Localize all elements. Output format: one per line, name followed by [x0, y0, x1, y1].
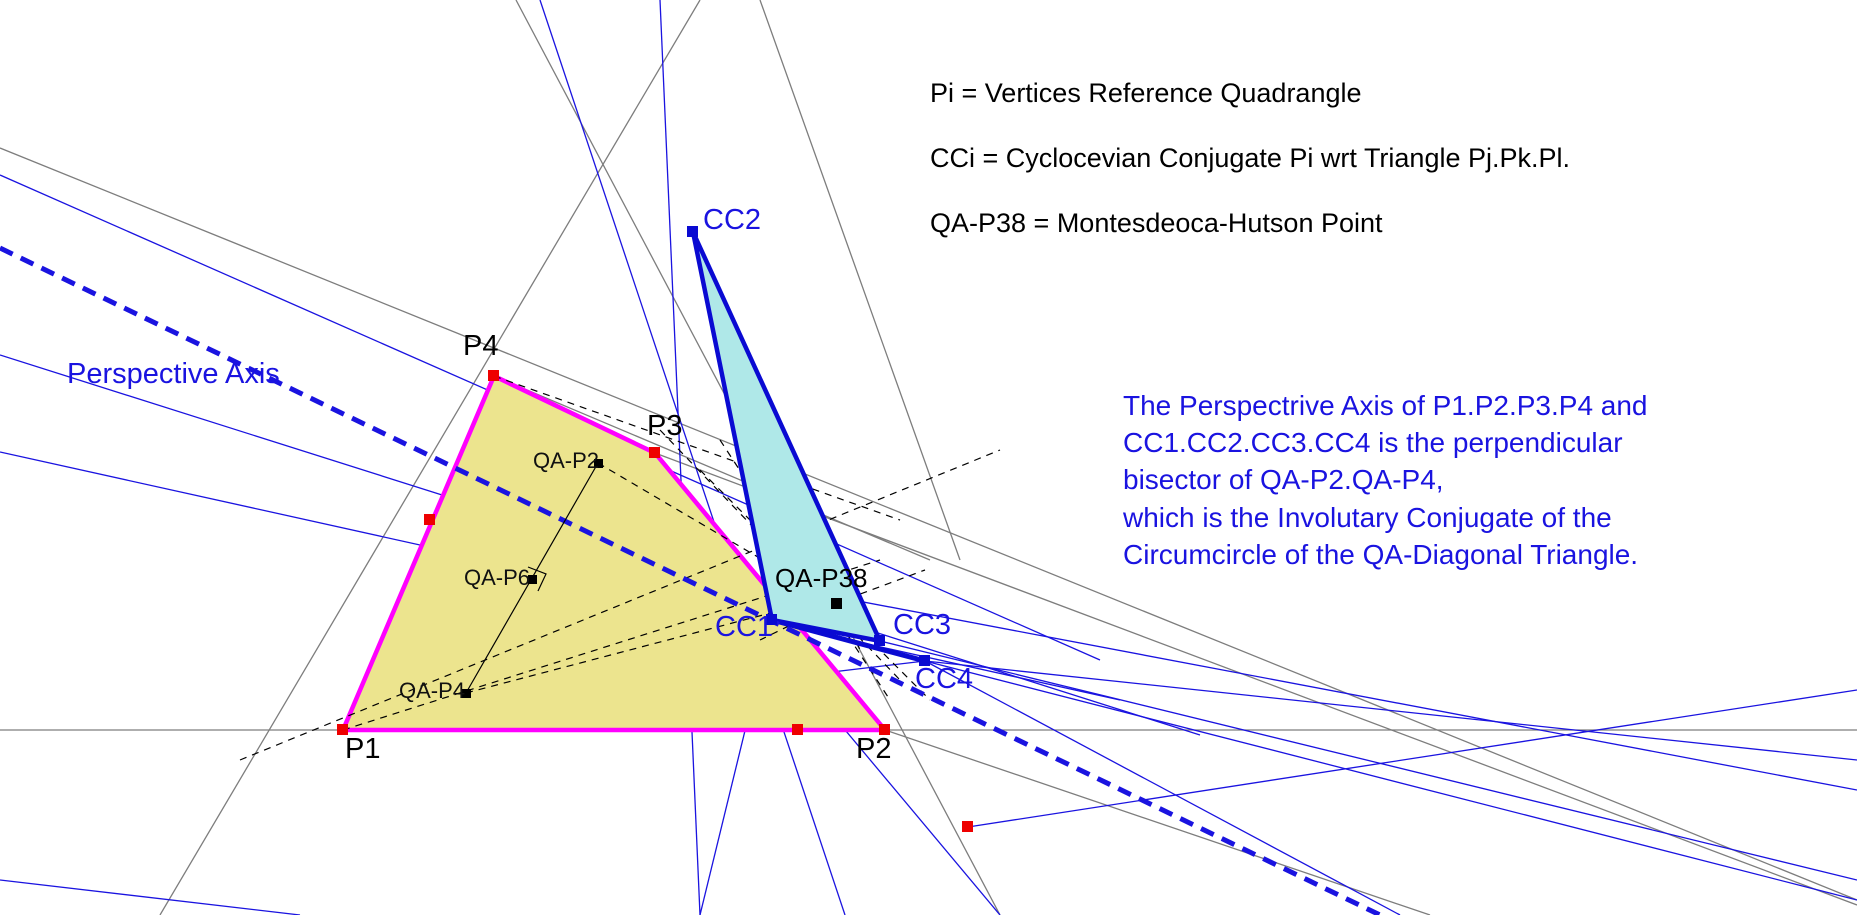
vertex-p2-marker [879, 724, 890, 735]
blue-line-15 [819, 699, 1001, 915]
blue-line-10 [924, 660, 1857, 761]
vertex-p1-marker [337, 724, 348, 735]
label-p4: P4 [463, 330, 499, 362]
label-cc3: CC3 [893, 609, 952, 641]
label-qa-p4: QA-P4 [399, 678, 466, 703]
vertex-markers [337, 370, 973, 832]
cc1-cc4-segment [771, 617, 926, 664]
vertex-p4-marker [488, 370, 499, 381]
blue-line-9 [924, 660, 1857, 901]
gray-line-1 [0, 147, 1857, 901]
cyclocevian-quadrangle [690, 231, 884, 645]
dash-line-3 [493, 375, 901, 521]
point-qa-p6-marker [528, 575, 537, 584]
label-qa-p2: QA-P2 [533, 448, 600, 473]
vertex-p3-marker [649, 447, 660, 458]
intersection-bottom-marker [792, 724, 803, 735]
label-qa-p6: QA-P6 [464, 565, 531, 590]
perspective-axis-line [0, 245, 1382, 915]
blue-line-13 [879, 640, 1857, 881]
blue-line-12 [967, 689, 1857, 828]
dash-line-1 [239, 449, 1001, 761]
gray-line-4 [884, 729, 1431, 915]
intersection-left-marker [424, 514, 435, 525]
blue-line-7 [659, 0, 701, 915]
right-angle-mark [527, 566, 547, 592]
label-cc2: CC2 [703, 204, 762, 236]
label-p1: P1 [345, 733, 381, 765]
label-p2: P2 [856, 733, 892, 765]
point-cc1-marker [766, 614, 777, 625]
blue-line-11 [924, 660, 1401, 915]
point-cc2-marker [687, 226, 698, 237]
note-line-4: which is the Involutary Conjugate of the [1123, 501, 1612, 533]
legend-line-1: Pi = Vertices Reference Quadrangle [930, 78, 1362, 108]
gray-line-6 [759, 0, 961, 561]
label-p3: P3 [647, 410, 683, 442]
cc-markers [687, 226, 930, 666]
note-line-3: bisector of QA-P2.QA-P4, [1123, 464, 1444, 496]
point-qa-p4-marker [462, 689, 471, 698]
note-line-5: Circumcircle of the QA-Diagonal Triangle… [1123, 538, 1639, 570]
blue-line-6 [539, 0, 846, 915]
gray-line-8 [493, 375, 931, 561]
note-line-1: The Perspectrive Axis of P1.P2.P3.P4 and [1123, 390, 1648, 421]
label-cc4: CC4 [915, 663, 974, 695]
blue-line-14 [0, 879, 301, 915]
qa-point-markers [462, 459, 842, 698]
gray-line-5 [159, 0, 701, 915]
point-qa-p38-marker [831, 598, 842, 609]
intersection-lower-right-marker [962, 821, 973, 832]
note-paragraph: The Perspectrive Axis of P1.P2.P3.P4 and… [1123, 387, 1648, 573]
label-cc1: CC1 [715, 611, 774, 643]
label-perspective-axis: Perspective Axis [67, 358, 280, 390]
legend-line-3: QA-P38 = Montesdeoca-Hutson Point [930, 208, 1383, 238]
legend-line-2: CCi = Cyclocevian Conjugate Pi wrt Trian… [930, 143, 1571, 173]
point-cc3-marker [874, 635, 885, 646]
dash-line-4 [465, 599, 821, 694]
label-qa-p38: QA-P38 [775, 563, 868, 593]
note-line-2: CC1.CC2.CC3.CC4 is the perpendicular [1123, 427, 1623, 459]
point-qa-p2-marker [594, 459, 603, 468]
point-cc4-marker [919, 655, 930, 666]
